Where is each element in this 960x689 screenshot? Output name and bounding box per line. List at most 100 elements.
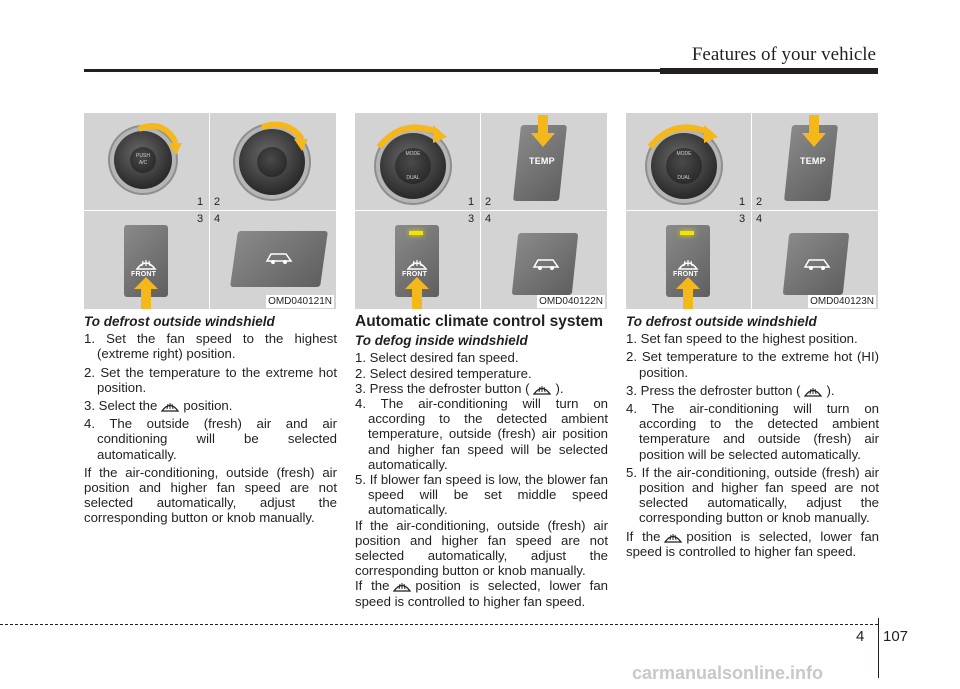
quadrant-label: 2: [214, 196, 221, 208]
quadrant-label: 2: [485, 196, 492, 208]
list-item: 2. Set temperature to the extreme hot (H…: [626, 349, 879, 380]
quadrant-label: 4: [214, 213, 221, 225]
list-item: 2. Set the temperature to the extreme ho…: [84, 364, 337, 395]
front-defrost-icon: [677, 260, 699, 270]
page-number-divider: [878, 618, 879, 678]
quadrant-divider-horizontal: [626, 210, 878, 211]
item-text: 3. Select the: [84, 398, 158, 414]
mode-label: MODE: [676, 151, 692, 157]
page-number: 107: [883, 628, 909, 645]
quadrant-label: 1: [739, 196, 746, 208]
indicator-light: [680, 231, 694, 235]
knob-push-label: PUSH: [136, 153, 150, 159]
knob-center: [130, 147, 156, 173]
item-text: ).: [826, 382, 835, 398]
section-heading: To defrost outside windshield: [626, 314, 817, 329]
section-title: Automatic climate control system: [355, 313, 604, 330]
quadrant-label: 4: [756, 213, 763, 225]
chapter-number: 4: [856, 628, 865, 645]
mode-label: MODE: [405, 151, 421, 157]
quadrant-divider-horizontal: [84, 210, 336, 211]
para-text: position is selected, lower fan speed is…: [626, 528, 879, 559]
arrow-icon: [261, 121, 308, 151]
list-item: 1. Select desired fan speed.: [355, 350, 519, 366]
knob-ac-label: A/C: [138, 160, 148, 166]
front-label: FRONT: [402, 271, 428, 278]
arrow-up-icon: [676, 277, 700, 309]
list-item: 4. The air-conditioning will turn on acc…: [355, 396, 608, 472]
figure-automatic-climate-defrost: MODE DUAL TEMP FRONT 1 2 3 4 OMD040123N: [626, 113, 878, 309]
arrow-icon: [376, 124, 447, 149]
header-thick-rule: [660, 68, 878, 74]
list-item: 3. Press the defroster button ().: [626, 383, 879, 398]
quadrant-divider-vertical: [209, 113, 210, 309]
quadrant-label: 1: [468, 196, 475, 208]
dial-center: [395, 148, 431, 184]
list-item: 5. If blower fan speed is low, the blowe…: [355, 472, 608, 518]
figure-code: OMD040122N: [537, 295, 605, 308]
front-defrost-icon: [804, 387, 823, 397]
para-text: If the: [626, 528, 661, 544]
front-defrost-icon: [135, 260, 157, 270]
figure-manual-climate: PUSH A/C FRONT 1 2 3 4 OMD040121N: [84, 113, 336, 309]
quadrant-divider-vertical: [480, 113, 481, 309]
list-item: 3. Select the position.: [84, 398, 337, 413]
arrow-icon: [137, 123, 182, 155]
temp-label: TEMP: [529, 156, 555, 166]
list-item: 1. Set fan speed to the highest position…: [626, 331, 858, 347]
front-defrost-icon: [406, 260, 428, 270]
item-text: position.: [183, 398, 233, 414]
quadrant-label: 1: [197, 196, 204, 208]
front-defrost-icon: [533, 385, 552, 395]
arrow-up-icon: [405, 277, 429, 309]
section-heading: To defrost outside windshield: [84, 314, 275, 329]
dial-center: [666, 148, 702, 184]
quadrant-label: 4: [485, 213, 492, 225]
arrow-down-icon: [802, 115, 826, 147]
page-header-title: Features of your vehicle: [691, 44, 876, 65]
list-item: 2. Select desired temperature.: [355, 365, 532, 381]
front-defrost-icon: [664, 533, 683, 543]
para-text: If the: [355, 578, 390, 594]
footer-rule: [0, 624, 878, 625]
temp-label: TEMP: [800, 156, 826, 166]
figure-automatic-climate-defog: MODE DUAL TEMP FRONT 1 2 3 4 OMD040122N: [355, 113, 607, 309]
list-item: 4. The outside (fresh) air and air condi…: [84, 416, 337, 462]
header-rule: [84, 69, 878, 72]
car-recirculation-icon: [265, 253, 293, 264]
column-automatic-defog: Automatic climate control system To defo…: [355, 314, 608, 609]
item-text: 3. Press the defroster button (: [355, 380, 530, 396]
front-label: FRONT: [131, 271, 157, 278]
figure-code: OMD040121N: [266, 295, 334, 308]
quadrant-divider-horizontal: [355, 210, 607, 211]
figure-code: OMD040123N: [808, 295, 876, 308]
dual-label: DUAL: [677, 175, 691, 181]
quadrant-label: 3: [197, 213, 204, 225]
arrow-icon: [647, 124, 718, 149]
watermark: carmanualsonline.info: [632, 663, 824, 683]
list-item: 4. The air-conditioning will turn on acc…: [626, 401, 879, 462]
column-defrost-manual: To defrost outside windshield 1. Set the…: [84, 314, 337, 526]
paragraph: If the air-conditioning, outside (fresh)…: [84, 464, 337, 526]
para-text: position is selected, lower fan speed is…: [355, 578, 608, 609]
car-recirculation-icon: [803, 259, 831, 270]
item-text: 3. Press the defroster button (: [626, 382, 801, 398]
front-defrost-icon: [393, 583, 412, 593]
column-automatic-defrost: To defrost outside windshield 1. Set fan…: [626, 314, 879, 559]
list-item: 3. Press the defroster button ().: [355, 381, 608, 396]
quadrant-label: 3: [468, 213, 475, 225]
dual-label: DUAL: [406, 175, 420, 181]
list-item: 5. If the air-conditioning, outside (fre…: [626, 464, 879, 526]
item-text: ).: [555, 380, 564, 396]
front-defrost-icon: [161, 403, 180, 412]
car-recirculation-icon: [532, 259, 560, 270]
list-item: 1. Set the fan speed to the highest (ext…: [84, 331, 337, 362]
paragraph: If the air-conditioning, outside (fresh)…: [355, 517, 608, 579]
quadrant-divider-vertical: [751, 113, 752, 309]
knob-center: [257, 147, 287, 177]
section-heading: To defog inside windshield: [355, 333, 528, 349]
quadrant-label: 3: [739, 213, 746, 225]
front-label: FRONT: [673, 271, 699, 278]
